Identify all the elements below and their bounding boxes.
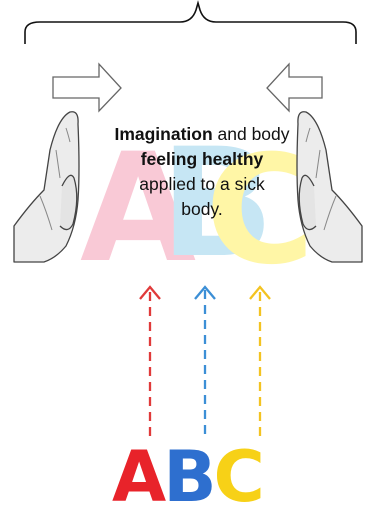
caption-line-4: body. — [86, 197, 318, 222]
letter-c: C — [214, 442, 262, 512]
caption-line-3: applied to a sick — [86, 172, 318, 197]
letter-a: A — [112, 442, 163, 512]
caption-line-2: feeling healthy — [86, 147, 318, 172]
caption-and-body: and body — [213, 124, 290, 144]
curly-brace-icon — [25, 3, 356, 44]
letter-b: B — [163, 442, 213, 512]
caption-imagination: Imagination — [114, 124, 212, 144]
hollow-arrow-left-icon — [267, 64, 322, 111]
caption-line-1: Imagination and body — [86, 122, 318, 147]
abc-letters: ABC — [112, 442, 292, 512]
hollow-arrow-right-icon — [53, 64, 121, 111]
caption: Imagination and body feeling healthy app… — [86, 122, 318, 222]
caption-feeling-healthy: feeling healthy — [141, 149, 264, 169]
dashed-arrow-up-icon — [140, 287, 270, 436]
left-hand-icon — [14, 112, 79, 262]
